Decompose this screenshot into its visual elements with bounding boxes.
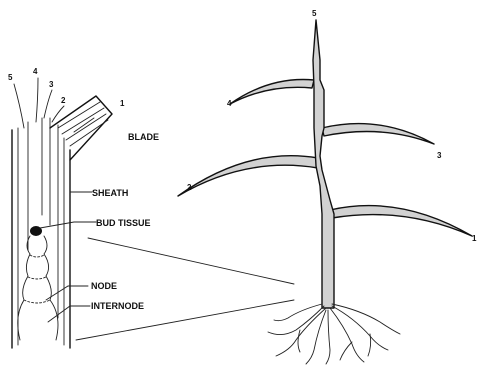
plant-leaf-3-blade [322, 124, 434, 144]
section-leaf-1: 1 [120, 99, 125, 108]
bud-tissue-blob [30, 226, 42, 236]
sheath-label: SHEATH [92, 188, 128, 198]
blade-label: BLADE [128, 132, 159, 142]
root [368, 334, 371, 356]
root [332, 304, 400, 334]
section-leaf-5-line [14, 84, 24, 128]
plant-leaf-3-number: 3 [437, 151, 442, 160]
node-label: NODE [91, 281, 117, 291]
node-boundary [28, 277, 46, 279]
section-leaf-2: 2 [61, 96, 66, 105]
bud-tissue-label: BUD TISSUE [96, 218, 151, 228]
magnification-line-top [88, 238, 294, 284]
blade-hatch [70, 120, 108, 146]
plant-stem [313, 20, 334, 308]
stem-section: 5 4 3 2 1 BLADE SHEATH BUD TISSUE NODE I… [8, 67, 159, 348]
node-boundary [24, 300, 50, 303]
grass-plant: 5 4 3 2 1 [178, 9, 477, 364]
blade-outline [50, 96, 112, 160]
root [326, 310, 330, 364]
root [298, 330, 300, 352]
plant-leaf-2-number: 2 [187, 183, 192, 192]
section-leaf-3-line [44, 90, 52, 118]
plant-leaf-1-blade [330, 206, 472, 236]
section-leaf-5: 5 [8, 73, 13, 82]
node-boundary [30, 255, 44, 257]
internode-leader [48, 306, 90, 322]
node-leader [46, 286, 88, 300]
section-leaf-3: 3 [49, 80, 54, 89]
root [340, 342, 352, 360]
section-leaf-4-line [36, 78, 38, 122]
internode-right-edge [44, 236, 58, 340]
root [330, 308, 364, 362]
internode-left-edge [18, 236, 30, 340]
root [306, 310, 326, 364]
section-leaf-4: 4 [33, 67, 38, 76]
plant-leaf-1-number: 1 [472, 234, 477, 243]
plant-leaf-2-blade [178, 156, 318, 196]
plant-leaf-4-blade [230, 80, 314, 105]
internode-label: INTERNODE [91, 301, 144, 311]
plant-leaf-4-number: 4 [227, 99, 232, 108]
bud-tissue-leader [40, 222, 96, 228]
plant-leaf-5-number: 5 [312, 9, 317, 18]
